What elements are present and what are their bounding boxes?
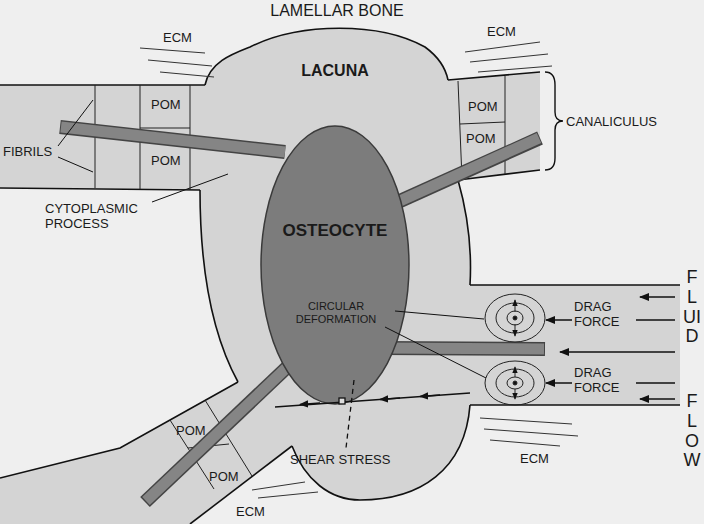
node-title: OSTEOCYTE xyxy=(260,221,410,241)
drag-force-arrows xyxy=(546,297,675,399)
part-label: CYTOPLASMIC PROCESS xyxy=(45,201,153,231)
ecm-lines xyxy=(140,42,578,498)
part-label: FIBRILS xyxy=(3,144,52,159)
flow-label: FLUID xyxy=(683,268,701,347)
leader-lines xyxy=(58,100,486,378)
ecm-label: ECM xyxy=(236,504,265,519)
pom-label: POM xyxy=(209,469,239,484)
force-label: DRAG FORCE xyxy=(572,364,636,396)
shear-stress-arrow xyxy=(275,380,470,448)
pom-label: POM xyxy=(151,97,181,112)
cell-outline xyxy=(260,125,410,405)
pom-label: POM xyxy=(176,423,206,438)
cytoplasmic-processes xyxy=(60,127,545,502)
osteocyte-cell: OSTEOCYTE xyxy=(260,125,410,405)
part-label: SHEAR STRESS xyxy=(290,452,390,467)
callout-label: CIRCULAR DEFORMATION xyxy=(280,300,392,326)
ecm-label: ECM xyxy=(163,30,192,45)
ecm-label: ECM xyxy=(487,24,516,39)
canaliculus-bracket xyxy=(545,72,563,170)
pom-label: POM xyxy=(468,99,498,114)
lacuna-region: LACUNA OSTEOCYTE xyxy=(200,25,470,505)
lacuna-wall xyxy=(0,28,680,524)
node-title: LACUNA xyxy=(200,62,470,80)
pom-label: POM xyxy=(466,131,496,146)
part-label: CANALICULUS xyxy=(566,114,657,129)
flow-label: FLOW xyxy=(683,392,701,471)
structure-label: LAMELLAR BONE xyxy=(262,3,412,18)
lacuna-ground xyxy=(0,28,680,524)
ecm-label: ECM xyxy=(520,451,549,466)
force-label: DRAG FORCE xyxy=(572,298,636,330)
pom-label: POM xyxy=(151,153,181,168)
deformation-rings xyxy=(485,294,545,405)
